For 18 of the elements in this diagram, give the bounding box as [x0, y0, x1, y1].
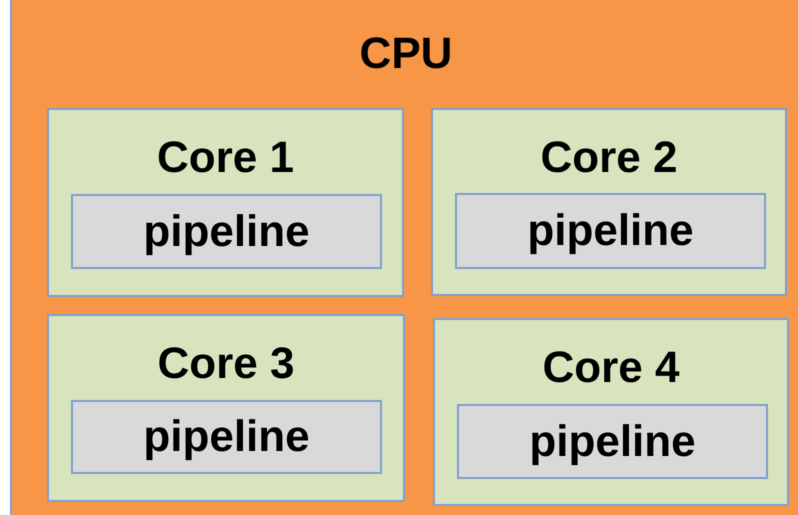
- core-box: [433, 318, 789, 506]
- box-label: pipeline: [143, 415, 310, 459]
- box-label: pipeline: [527, 209, 694, 253]
- box-title: Core 4: [542, 342, 680, 394]
- core-box: [47, 314, 405, 502]
- box-title: Core 2: [540, 132, 678, 184]
- pipeline-box: [71, 400, 382, 474]
- pipeline-box: [455, 193, 766, 269]
- box-label: pipeline: [143, 210, 310, 254]
- core-box: [47, 108, 404, 297]
- core-box: [431, 108, 787, 296]
- pipeline-box: [457, 404, 768, 479]
- box-title: Core 1: [157, 132, 294, 184]
- box-title: CPU: [360, 28, 452, 80]
- cpu-box: [10, 0, 798, 515]
- box-label: pipeline: [529, 420, 696, 464]
- box-title: Core 3: [158, 338, 294, 390]
- pipeline-box: [71, 194, 382, 269]
